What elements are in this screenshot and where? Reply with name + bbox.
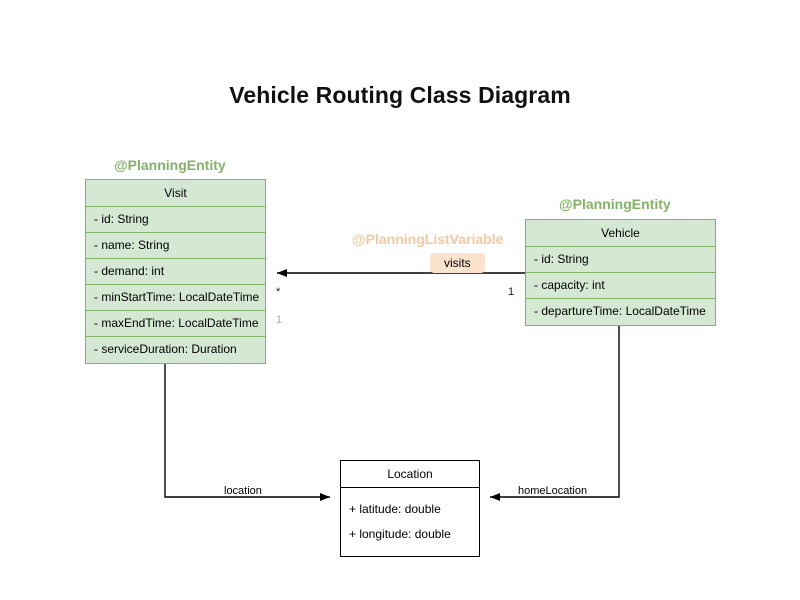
class-box-vehicle[interactable]: Vehicle - id: String - capacity: int - d… xyxy=(525,219,716,326)
class-attribute: - serviceDuration: Duration xyxy=(94,342,237,356)
class-attribute: - id: String xyxy=(86,207,265,233)
class-box-visit[interactable]: Visit - id: String - name: String - dema… xyxy=(85,179,266,364)
class-name-location: Location xyxy=(341,461,479,488)
class-attribute: - minStartTime: LocalDateTime xyxy=(86,285,265,311)
class-attribute: - departureTime: LocalDateTime xyxy=(534,304,706,318)
class-attribute: - capacity: int xyxy=(526,273,715,299)
multiplicity-visit-location-extra: 1 xyxy=(276,314,283,326)
annotation-visit-planningentity: @PlanningEntity xyxy=(114,157,226,173)
multiplicity-visit-side: * xyxy=(276,286,281,298)
class-name-visit: Visit xyxy=(86,180,265,207)
class-attribute: - maxEndTime: LocalDateTime xyxy=(86,311,265,337)
annotation-visits-planninglistvariable: @PlanningListVariable xyxy=(352,231,504,247)
class-attribute: - id: String xyxy=(526,247,715,273)
edge-label-location: location xyxy=(224,485,262,497)
edge-visit-location xyxy=(164,362,330,501)
annotation-vehicle-planningentity: @PlanningEntity xyxy=(559,196,671,212)
class-attribute: + latitude: double xyxy=(349,502,441,516)
class-attribute: - name: String xyxy=(86,233,265,259)
class-attribute: - demand: int xyxy=(86,259,265,285)
edge-label-visits: visits xyxy=(430,253,485,273)
class-box-location[interactable]: Location + latitude: double + longitude:… xyxy=(340,460,480,557)
multiplicity-vehicle-side: 1 xyxy=(508,286,515,298)
class-name-vehicle: Vehicle xyxy=(526,220,715,247)
edge-label-homelocation: homeLocation xyxy=(518,485,588,497)
class-attribute: + longitude: double xyxy=(349,527,451,541)
edge-vehicle-homelocation xyxy=(490,322,620,501)
page-title: Vehicle Routing Class Diagram xyxy=(229,82,571,108)
